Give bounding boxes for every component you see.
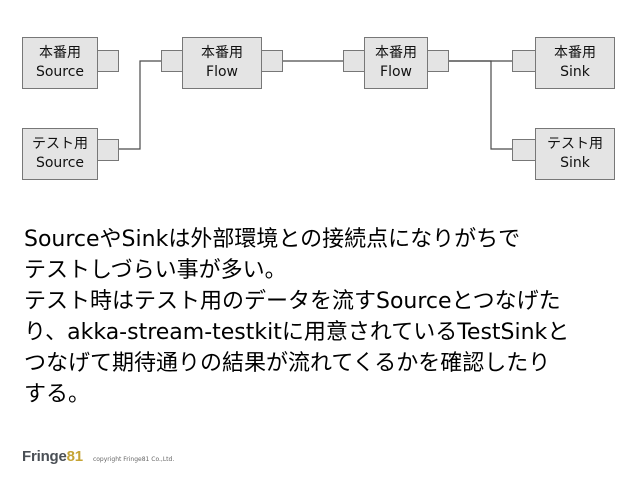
- description-line-2: テストしづらい事が多い。: [24, 258, 287, 283]
- flow2-label-2: Flow: [380, 64, 412, 80]
- logo-text: Fringe: [22, 448, 67, 465]
- flow2-block: 本番用 Flow: [364, 37, 428, 89]
- prod-sink-in-port: [512, 50, 536, 72]
- description-line-4: り、akka-stream-testkitに用意されているTestSinkと: [24, 320, 570, 345]
- test-source-block: テスト用 Source: [22, 128, 98, 180]
- flow1-label-1: 本番用: [201, 45, 243, 61]
- test-source-label-2: Source: [35, 155, 85, 171]
- test-source-out-port: [97, 139, 119, 161]
- test-sink-in-port: [512, 139, 536, 161]
- flow2-out-port: [427, 50, 449, 72]
- copyright-text: copyright Fringe81 Co.,Ltd.: [92, 456, 175, 463]
- prod-source-label-2: Source: [35, 64, 85, 80]
- flow1-out-port: [261, 50, 283, 72]
- flow1-block: 本番用 Flow: [182, 37, 262, 89]
- description-line-1: SourceやSinkは外部環境との接続点になりがちで: [24, 227, 521, 252]
- footer: Fringe81 copyright Fringe81 Co.,Ltd.: [22, 448, 174, 465]
- prod-sink-block: 本番用 Sink: [535, 37, 615, 89]
- description-line-3: テスト時はテスト用のデータを流すSourceとつなげた: [24, 289, 561, 314]
- test-sink-label-2: Sink: [560, 155, 590, 171]
- flow2-in-port: [343, 50, 365, 72]
- flow2-label-1: 本番用: [375, 45, 417, 61]
- prod-source-block: 本番用 Source: [22, 37, 98, 89]
- test-sink-block: テスト用 Sink: [535, 128, 615, 180]
- wire-flow-to-test-sink: [448, 60, 512, 150]
- company-logo: Fringe81: [22, 448, 83, 465]
- prod-source-out-port: [97, 50, 119, 72]
- prod-source-label-1: 本番用: [39, 45, 81, 61]
- test-source-label-1: テスト用: [32, 136, 88, 152]
- test-sink-label-1: テスト用: [547, 136, 603, 152]
- description-line-6: する。: [24, 382, 91, 407]
- prod-sink-label-2: Sink: [560, 64, 590, 80]
- wire-test-source-to-flow: [119, 60, 161, 150]
- logo-number: 81: [66, 448, 84, 465]
- description-text: SourceやSinkは外部環境との接続点になりがちで テストしづらい事が多い。…: [24, 224, 624, 410]
- flow1-label-2: Flow: [206, 64, 238, 80]
- description-line-5: つなげて期待通りの結果が流れてくるかを確認したり: [24, 351, 551, 376]
- flow1-in-port: [161, 50, 183, 72]
- prod-sink-label-1: 本番用: [554, 45, 596, 61]
